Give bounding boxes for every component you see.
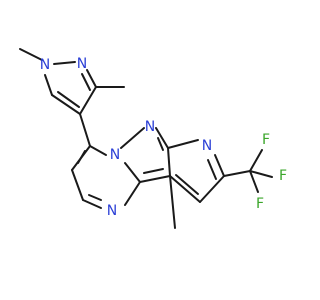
bond-cf-2: [249, 170, 273, 178]
bond-pz-n1-c5: [44, 74, 53, 96]
atom-n-pyrazole-2: N: [77, 56, 87, 72]
bond-pm-c3a-nbr: [124, 162, 141, 183]
atom-n-pyridine: N: [202, 138, 212, 154]
bond-im-c-c: [167, 147, 171, 177]
bond-biaryl: [79, 113, 91, 147]
bond-cf3: [223, 170, 251, 177]
bond-pm-c7-c6-inner: [77, 150, 86, 164]
atom-f-3: F: [256, 196, 264, 212]
bond-py-npy-c: [214, 154, 225, 177]
bond-im-nim-c: [155, 127, 169, 149]
atom-n-bridgehead: N: [110, 147, 120, 163]
bond-pz-c3-n2-inner: [81, 73, 91, 91]
bond-py-npy-c-inner: [207, 159, 217, 180]
bond-pz-c4-c3: [79, 86, 97, 115]
bond-pm-c5-n4: [82, 199, 102, 209]
bond-py-c-npy: [167, 139, 199, 149]
molecule-structure: N N N N N N F F F: [19, 48, 287, 229]
bond-cf-3: [249, 170, 259, 193]
atom-n-pyrimidine: N: [107, 203, 117, 219]
atom-n-five-ring: N: [145, 119, 155, 135]
atom-f-1: F: [262, 132, 270, 148]
bond-pz-n2-n1: [53, 61, 76, 65]
bond-pm-c5-n4-inner: [88, 194, 102, 201]
atom-label-layer: N N N N N N F F F: [40, 56, 287, 219]
bond-nmethyl: [19, 48, 43, 61]
bond-py-c-c2: [169, 175, 201, 203]
bond-pm-n4-c3a: [124, 181, 141, 206]
bond-im-c-c3a: [139, 175, 171, 183]
bond-im-c-c3a-inner: [143, 168, 164, 174]
bond-pz-c5-c4-inner: [57, 91, 80, 108]
bond-pm-c7-nbr: [89, 145, 107, 156]
bond-pz-c5-c4: [51, 94, 81, 115]
bond-im-nim-c-inner: [157, 137, 164, 151]
bond-pm-c6-c5: [71, 169, 84, 201]
bond-py-c-c: [199, 175, 225, 203]
bond-layer: [19, 48, 273, 229]
atom-n-pyrazole-1: N: [40, 57, 50, 73]
bond-im-nbr-nim: [120, 127, 145, 149]
bond-cf-1: [249, 149, 263, 172]
bond-py-methyl: [169, 175, 176, 229]
atom-f-2: F: [279, 168, 287, 184]
bond-py-c-c2-inner: [175, 174, 199, 195]
bond-pz-c3-n2: [86, 69, 97, 88]
